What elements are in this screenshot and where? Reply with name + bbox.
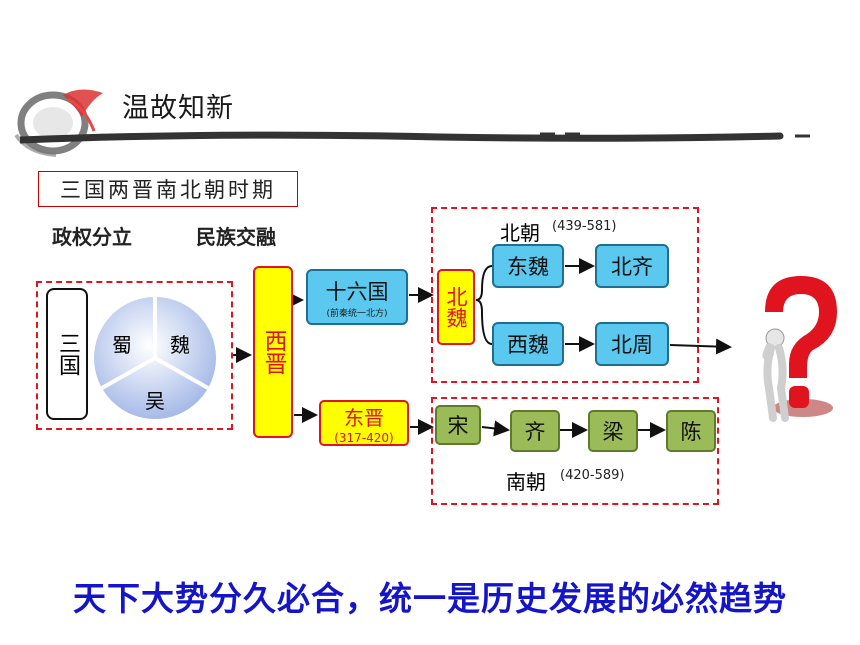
southern-dynasties-group <box>431 397 719 505</box>
qi-node: 齐 <box>510 410 560 452</box>
three-kingdoms-label: 三国 <box>46 288 88 420</box>
sixteen-kingdoms-name: 十六国 <box>325 279 389 304</box>
northern-dynasties-title: 北朝 <box>500 221 540 245</box>
page-title: 温故知新 <box>122 93 234 124</box>
three-kingdoms-pie <box>94 297 216 419</box>
southern-dynasties-years: (420-589) <box>560 468 625 483</box>
northern-dynasties-group <box>431 207 699 383</box>
conclusion-slogan: 天下大势分久必合，统一是历史发展的必然趋势 <box>73 579 787 618</box>
northern-qi-node: 北齐 <box>595 244 669 288</box>
chen-node: 陈 <box>666 410 716 452</box>
song-node: 宋 <box>435 405 481 445</box>
question-mark-figure-icon <box>762 276 837 422</box>
eastern-jin-years: (317-420) <box>334 430 394 445</box>
subtitle-political-division: 政权分立 <box>52 225 132 249</box>
ink-koi-decoration-icon <box>14 89 103 157</box>
subtitle-ethnic-integration: 民族交融 <box>196 225 276 249</box>
kingdom-shu: 蜀 <box>112 333 132 357</box>
ink-brush-divider <box>20 131 810 144</box>
northern-dynasties-years: (439-581) <box>552 219 617 234</box>
northern-wei-node: 北魏 <box>437 269 475 345</box>
period-heading: 三国两晋南北朝时期 <box>38 171 298 207</box>
kingdom-wu: 吴 <box>145 389 165 413</box>
northern-zhou-node: 北周 <box>595 322 669 366</box>
liang-node: 梁 <box>588 410 638 452</box>
eastern-wei-node: 东魏 <box>492 244 564 288</box>
eastern-jin-node: 东晋 (317-420) <box>319 400 409 446</box>
sixteen-kingdoms-node: 十六国 (前秦统一北方) <box>306 269 408 325</box>
eastern-jin-name: 东晋 <box>344 405 384 430</box>
sixteen-kingdoms-note: (前秦统一北方) <box>326 308 388 319</box>
southern-dynasties-title: 南朝 <box>506 470 546 494</box>
western-jin-node: 西晋 <box>253 266 293 438</box>
kingdom-wei: 魏 <box>170 333 190 357</box>
western-wei-node: 西魏 <box>492 322 564 366</box>
three-kingdoms-group <box>36 281 233 430</box>
